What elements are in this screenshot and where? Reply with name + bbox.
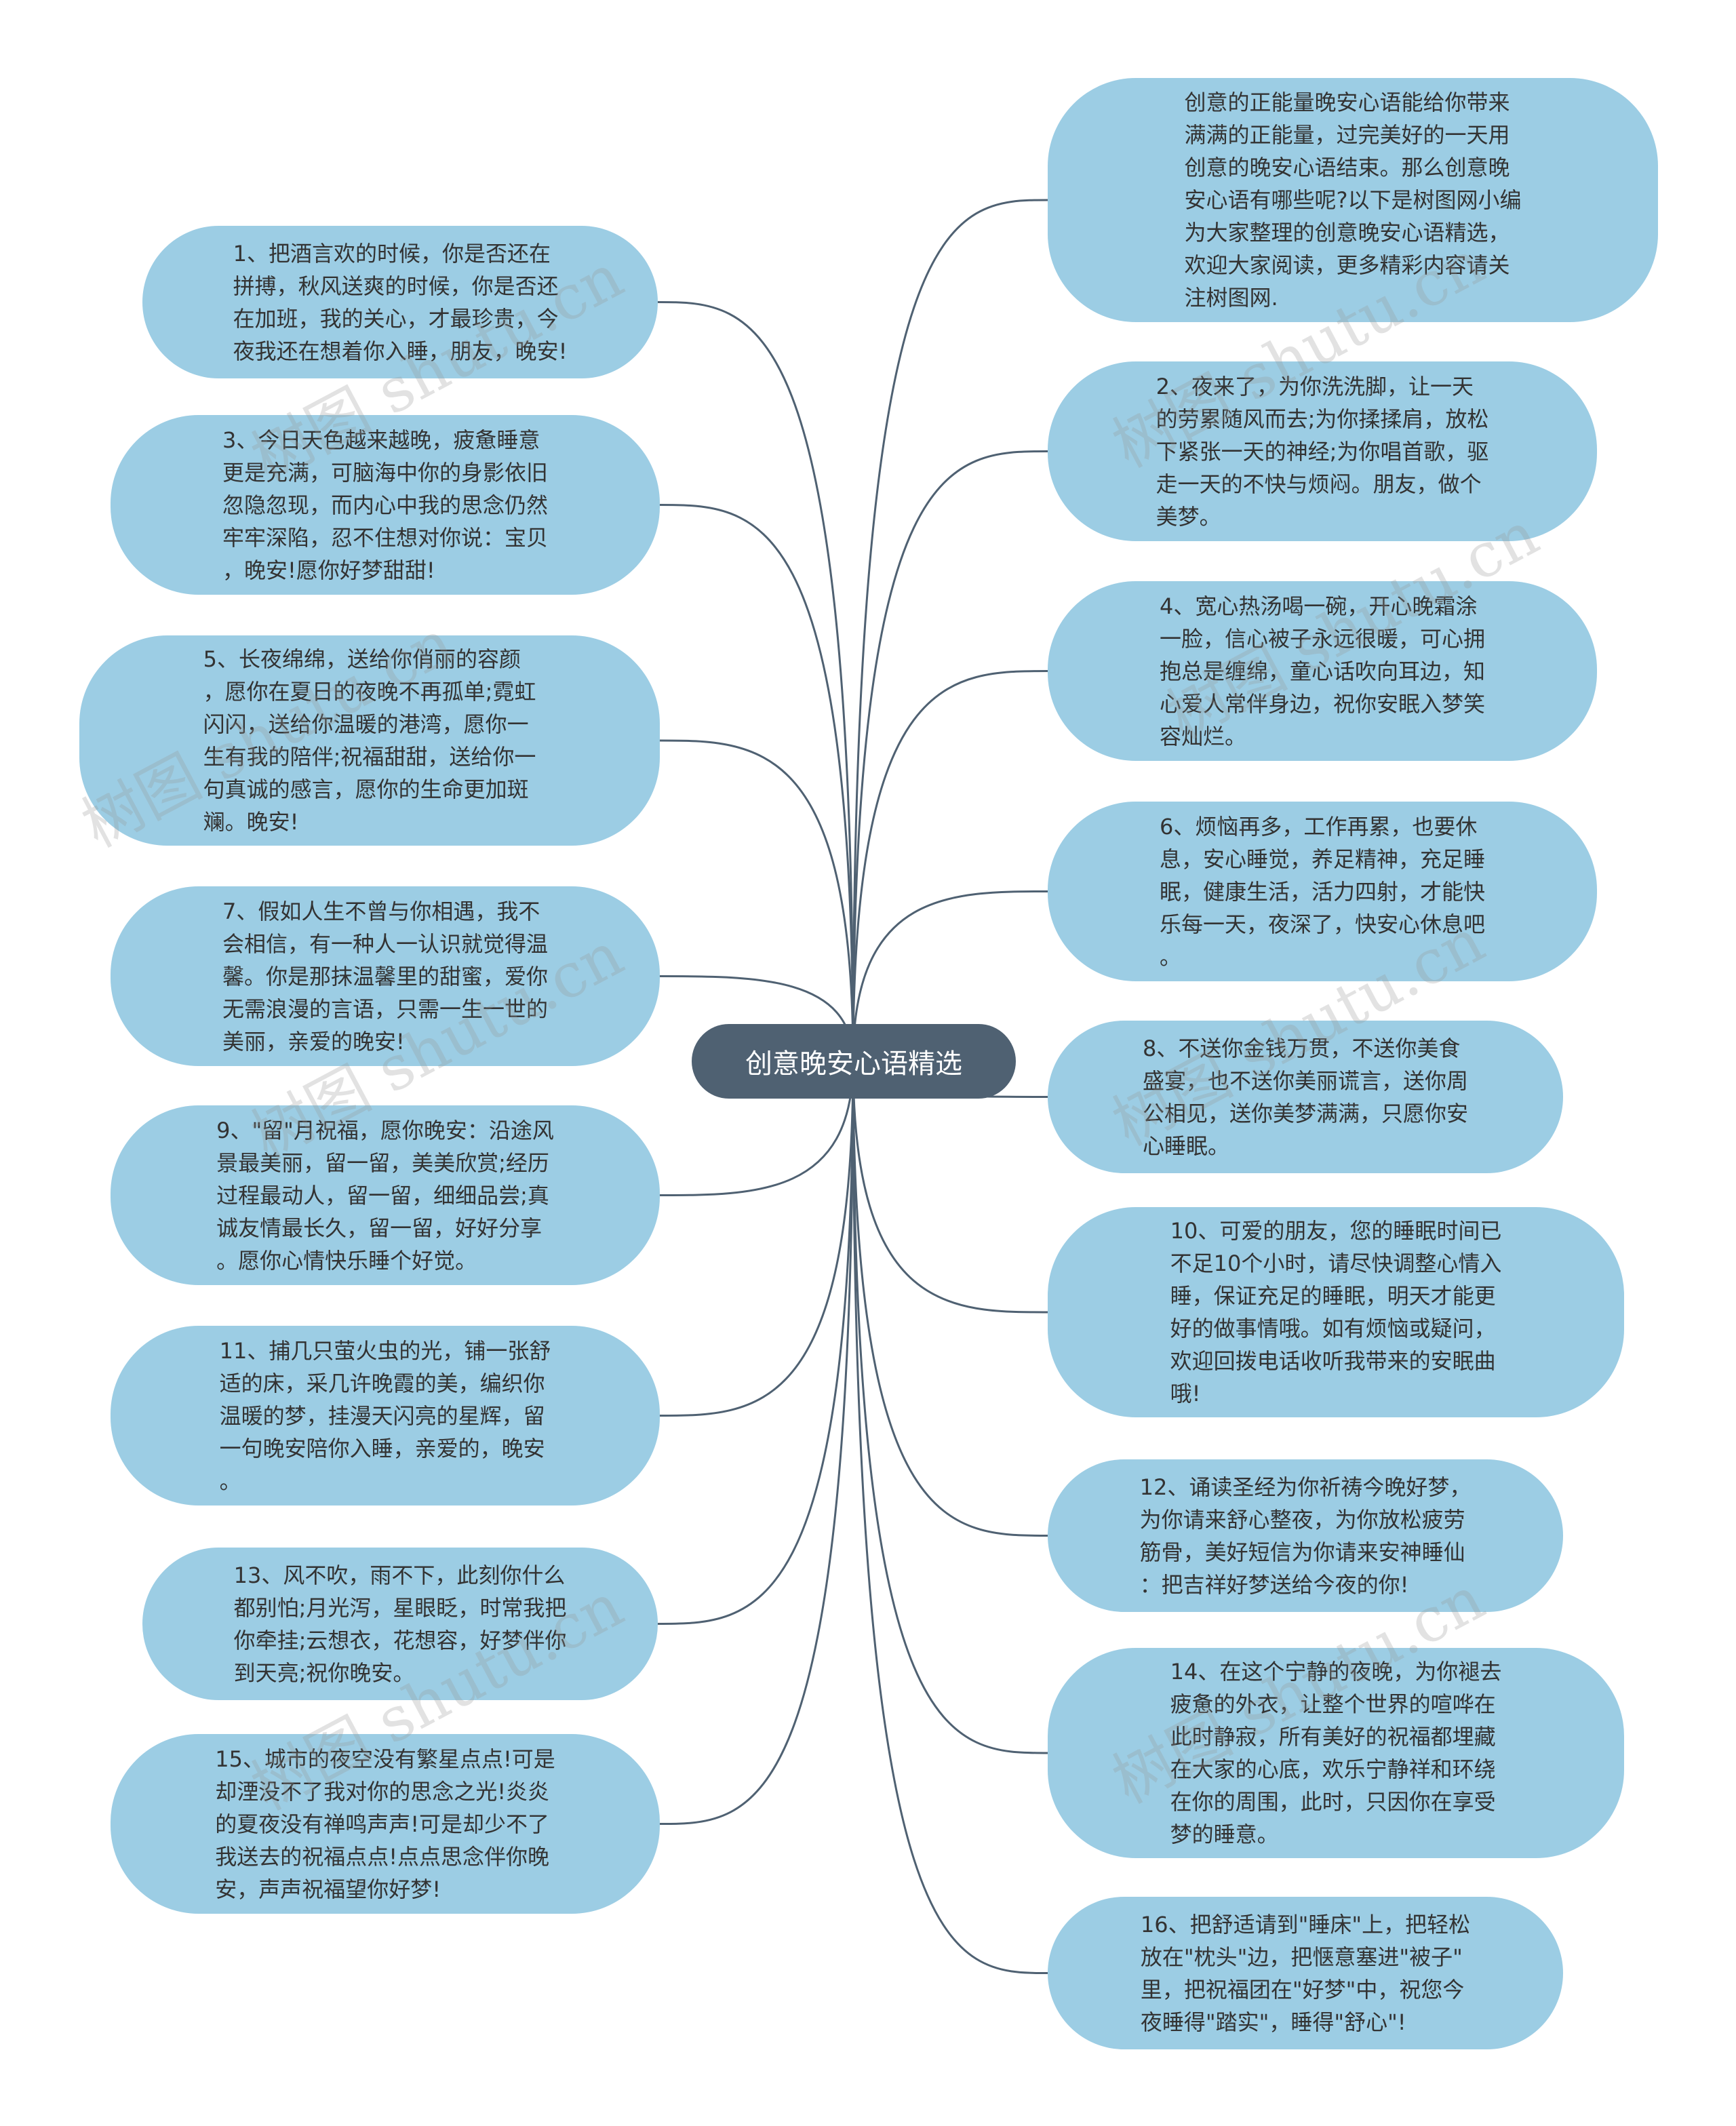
branch-text: 10、可爱的朋友，您的睡眠时间已 不足10个小时，请尽快调整心情入 睡，保证充足… — [1170, 1218, 1502, 1406]
branch-node-10[interactable]: 10、可爱的朋友，您的睡眠时间已 不足10个小时，请尽快调整心情入 睡，保证充足… — [1048, 1207, 1624, 1417]
branch-text: 15、城市的夜空没有繁星点点!可是 却湮没不了我对你的思念之光!炎炎 的夏夜没有… — [215, 1746, 555, 1902]
branch-text: 13、风不吹，雨不下，此刻你什么 都别怕;月光泻，星眼眨，时常我把 你牵挂;云想… — [233, 1562, 567, 1686]
branch-node-11[interactable]: 11、捕几只萤火虫的光，铺一张舒 适的床，采几许晚霞的美，编织你 温暖的梦，挂漫… — [111, 1326, 660, 1505]
branch-text: 9、"留"月祝福，愿你晚安：沿途风 景最美丽，留一留，美美欣赏;经历 过程最动人… — [216, 1117, 554, 1274]
connector-line — [852, 199, 1048, 1062]
branch-text: 3、今日天色越来越晚，疲惫睡意 更是充满，可脑海中你的身影依旧 忽隐忽现，而内心… — [222, 427, 548, 583]
branch-node-16[interactable]: 16、把舒适请到"睡床"上，把轻松 放在"枕头"边，把惬意塞进"被子" 里，把祝… — [1048, 1897, 1563, 2049]
intro-node[interactable]: 创意的正能量晚安心语能给你带来 满满的正能量，过完美好的一天用 创意的晚安心语结… — [1048, 78, 1658, 322]
branch-text: 7、假如人生不曾与你相遇，我不 会相信，有一种人一认识就觉得温 馨。你是那抹温馨… — [222, 898, 548, 1055]
connector-line — [852, 1061, 1048, 1754]
branch-text: 16、把舒适请到"睡床"上，把轻松 放在"枕头"边，把惬意塞进"被子" 里，把祝… — [1140, 1911, 1471, 2035]
connector-line — [657, 301, 854, 1062]
connector-line — [852, 670, 1048, 1062]
connector-line — [659, 1061, 854, 1196]
branch-node-15[interactable]: 15、城市的夜空没有繁星点点!可是 却湮没不了我对你的思念之光!炎炎 的夏夜没有… — [111, 1734, 660, 1914]
branch-text: 12、诵读圣经为你祈祷今晚好梦， 为你请来舒心整夜，为你放松疲劳 筋骨，美好短信… — [1139, 1474, 1472, 1598]
branch-text: 5、长夜绵绵，送给你俏丽的容颜 ，愿你在夏日的夜晚不再孤单;霓虹 闪闪，送给你温… — [203, 646, 536, 835]
branch-text: 14、在这个宁静的夜晚，为你褪去 疲惫的外衣，让整个世界的喧哗在 此时静寂，所有… — [1170, 1659, 1502, 1847]
branch-text: 2、夜来了，为你洗洗脚，让一天 的劳累随风而去;为你揉揉肩，放松 下紧张一天的神… — [1156, 373, 1489, 530]
branch-node-3[interactable]: 3、今日天色越来越晚，疲惫睡意 更是充满，可脑海中你的身影依旧 忽隐忽现，而内心… — [111, 415, 660, 595]
connector-line — [852, 450, 1048, 1062]
connector-line — [852, 1061, 1048, 1314]
branch-text: 6、烦恼再多，工作再累，也要休 息，安心睡觉，养足精神，充足睡 眠，健康生活，活… — [1159, 813, 1485, 970]
connector-line — [852, 1061, 1048, 1537]
branch-node-12[interactable]: 12、诵读圣经为你祈祷今晚好梦， 为你请来舒心整夜，为你放松疲劳 筋骨，美好短信… — [1048, 1459, 1563, 1612]
branch-node-1[interactable]: 1、把酒言欢的时候，你是否还在 拼搏，秋风送爽的时候，你是否还 在加班，我的关心… — [142, 226, 658, 378]
branch-node-9[interactable]: 9、"留"月祝福，愿你晚安：沿途风 景最美丽，留一留，美美欣赏;经历 过程最动人… — [111, 1105, 660, 1285]
connector-line — [659, 1061, 854, 1417]
root-label: 创意晚安心语精选 — [745, 1048, 962, 1080]
connector-line — [659, 1061, 854, 1825]
branch-node-7[interactable]: 7、假如人生不曾与你相遇，我不 会相信，有一种人一认识就觉得温 馨。你是那抹温馨… — [111, 886, 660, 1066]
branch-node-8[interactable]: 8、不送你金钱万贯，不送你美食 盛宴，也不送你美丽谎言，送你周 公相见，送你美梦… — [1048, 1021, 1563, 1173]
connector-line — [659, 504, 854, 1062]
root-node[interactable]: 创意晚安心语精选 — [692, 1024, 1016, 1099]
connector-line — [852, 1061, 1048, 1974]
branch-node-6[interactable]: 6、烦恼再多，工作再累，也要休 息，安心睡觉，养足精神，充足睡 眠，健康生活，活… — [1048, 802, 1597, 981]
branch-text: 1、把酒言欢的时候，你是否还在 拼搏，秋风送爽的时候，你是否还 在加班，我的关心… — [233, 240, 568, 364]
branch-text: 创意的正能量晚安心语能给你带来 满满的正能量，过完美好的一天用 创意的晚安心语结… — [1184, 90, 1522, 311]
connector-line — [852, 890, 1048, 1062]
branch-text: 4、宽心热汤喝一碗，开心晚霜涂 一脸，信心被子永远很暖，可心拥 抱总是缠绵，童心… — [1159, 593, 1485, 749]
branch-text: 8、不送你金钱万贯，不送你美食 盛宴，也不送你美丽谎言，送你周 公相见，送你美梦… — [1142, 1035, 1468, 1159]
connector-line — [657, 1061, 854, 1625]
branch-node-13[interactable]: 13、风不吹，雨不下，此刻你什么 都别怕;月光泻，星眼眨，时常我把 你牵挂;云想… — [142, 1548, 658, 1700]
branch-node-14[interactable]: 14、在这个宁静的夜晚，为你褪去 疲惫的外衣，让整个世界的喧哗在 此时静寂，所有… — [1048, 1648, 1624, 1858]
branch-text: 11、捕几只萤火虫的光，铺一张舒 适的床，采几许晚霞的美，编织你 温暖的梦，挂漫… — [219, 1337, 551, 1494]
connector-line — [659, 739, 854, 1062]
branch-node-4[interactable]: 4、宽心热汤喝一碗，开心晚霜涂 一脸，信心被子永远很暖，可心拥 抱总是缠绵，童心… — [1048, 581, 1597, 761]
branch-node-5[interactable]: 5、长夜绵绵，送给你俏丽的容颜 ，愿你在夏日的夜晚不再孤单;霓虹 闪闪，送给你温… — [79, 635, 660, 846]
branch-node-2[interactable]: 2、夜来了，为你洗洗脚，让一天 的劳累随风而去;为你揉揉肩，放松 下紧张一天的神… — [1048, 361, 1597, 541]
